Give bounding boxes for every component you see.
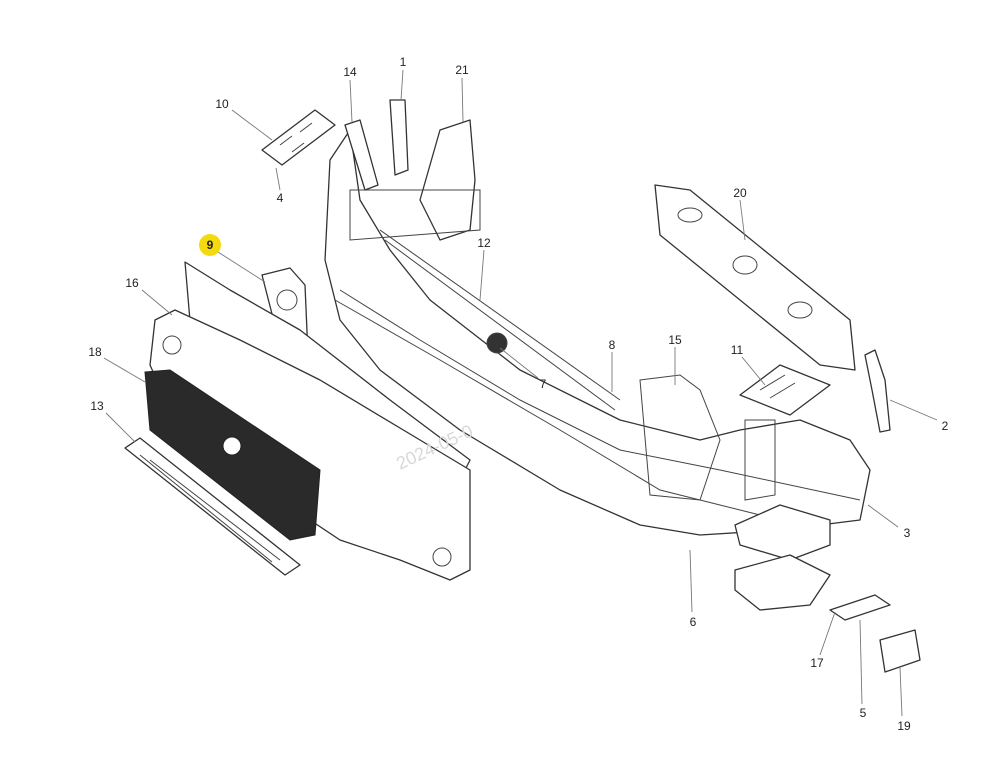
callout-15[interactable]: 15 [668,333,682,347]
callout-4[interactable]: 4 [277,191,284,205]
callout-9[interactable]: 9 [207,238,214,252]
part-19-cover[interactable] [879,629,921,673]
callout-5[interactable]: 5 [860,706,867,720]
callout-13[interactable]: 13 [90,399,104,413]
callout-2[interactable]: 2 [942,419,949,433]
part-1-bracket[interactable] [389,99,409,176]
callout-21[interactable]: 21 [455,63,469,77]
callout-11[interactable]: 11 [731,343,744,357]
callout-19[interactable]: 19 [897,719,911,733]
callout-8[interactable]: 8 [609,338,616,352]
part-2-bracket[interactable] [864,349,891,433]
callout-14[interactable]: 14 [343,65,357,79]
callout-6[interactable]: 6 [690,615,697,629]
part-17-plate[interactable] [829,594,891,621]
callout-10[interactable]: 10 [215,97,229,111]
leader-lines [103,69,938,717]
callout-17[interactable]: 17 [810,656,824,670]
callout-1[interactable]: 1 [400,55,407,69]
part-10-plate[interactable] [261,109,336,166]
callout-18[interactable]: 18 [88,345,102,359]
callout-12[interactable]: 12 [477,236,491,250]
part-20-beam[interactable] [654,184,856,371]
callout-7[interactable]: 7 [540,377,547,391]
part-step-assembly[interactable] [734,504,831,561]
part-21-bracket[interactable] [419,119,476,241]
callout-20[interactable]: 20 [733,186,747,200]
part-13-strip[interactable] [124,437,301,576]
part-11-step[interactable] [739,364,831,416]
callout-3[interactable]: 3 [904,526,911,540]
part-14-bracket[interactable] [344,119,379,191]
callout-16[interactable]: 16 [125,276,139,290]
callout-labels: 1 21 14 10 4 20 9 12 16 18 13 8 15 11 7 … [88,55,948,733]
part-step-plate[interactable] [734,554,831,611]
highlight-marker [199,234,221,256]
part-6-bumper[interactable] [324,129,871,536]
